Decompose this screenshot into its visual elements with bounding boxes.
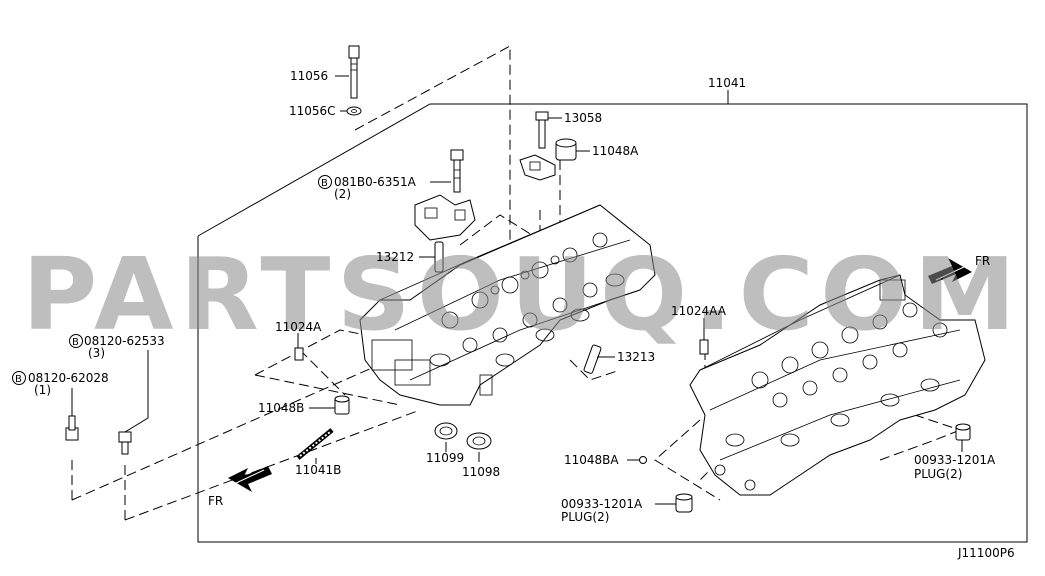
label-08120-62028-qty: (1) <box>34 383 51 397</box>
plug-00933-right <box>955 423 971 441</box>
bolt-mark-icon <box>318 175 332 189</box>
bolt-08120-62028 <box>65 415 79 441</box>
dowel-11024a <box>294 347 304 361</box>
label-081b0-qty: (2) <box>334 187 351 201</box>
label-plug-right-number[interactable]: 00933-1201A <box>914 453 996 467</box>
watermark-text: PARTSOUQ.COM <box>22 236 1022 353</box>
washer-11056c <box>346 106 362 116</box>
fr-label-left: FR <box>208 494 223 508</box>
seal-11098 <box>466 432 492 450</box>
label-11048b[interactable]: 11048B <box>258 401 304 415</box>
assembly-frame <box>197 103 1028 543</box>
pin-13213 <box>583 344 602 374</box>
bolt-mark-icon <box>12 371 26 385</box>
bolt-13058 <box>535 111 549 149</box>
label-11056[interactable]: 11056 <box>290 69 328 83</box>
label-13212[interactable]: 13212 <box>376 250 414 264</box>
camshaft-brackets <box>414 154 556 241</box>
bolt-mark-icon <box>69 334 83 348</box>
label-plug-left-number[interactable]: 00933-1201A <box>561 497 643 511</box>
bolt-11056 <box>348 45 360 99</box>
bolt-mark-letter: B <box>15 374 22 385</box>
label-plug-left-qty: PLUG(2) <box>561 510 609 524</box>
label-plug-right-qty: PLUG(2) <box>914 467 962 481</box>
fr-arrow-right-icon <box>928 258 972 284</box>
label-11024a[interactable]: 11024A <box>275 320 322 334</box>
part-labels: 11056 11056C 11041 13058 11048A B 081B0-… <box>12 69 1015 560</box>
cylinder-head-upper <box>359 204 656 406</box>
cylinder-head-lower <box>689 274 986 496</box>
bolt-mark-letter: B <box>321 178 328 189</box>
label-11056c[interactable]: 11056C <box>289 104 336 118</box>
label-08120-62533-qty: (3) <box>88 346 105 360</box>
fr-arrow-left-icon <box>228 466 272 492</box>
seal-11099 <box>434 422 458 440</box>
label-11099[interactable]: 11099 <box>426 451 464 465</box>
label-13058[interactable]: 13058 <box>564 111 602 125</box>
bolt-mark-letter: B <box>72 337 79 348</box>
label-08120-62028[interactable]: 08120-62028 <box>28 371 109 385</box>
label-13213[interactable]: 13213 <box>617 350 655 364</box>
stud-11041b <box>296 428 334 460</box>
label-11048a[interactable]: 11048A <box>592 144 639 158</box>
label-11098[interactable]: 11098 <box>462 465 500 479</box>
leader-lines <box>71 75 963 505</box>
bolt-081b0 <box>450 149 464 193</box>
label-081b0-6351a[interactable]: 081B0-6351A <box>334 175 417 189</box>
oring-11048ba <box>639 456 647 464</box>
fr-label-right: FR <box>975 254 990 268</box>
diagram-code: J11100P6 <box>957 546 1015 560</box>
label-11024aa[interactable]: 11024AA <box>671 304 727 318</box>
bolt-08120-62533 <box>118 431 132 455</box>
plug-11048a <box>555 138 577 161</box>
label-11041[interactable]: 11041 <box>708 76 746 90</box>
label-08120-62533[interactable]: 08120-62533 <box>84 334 165 348</box>
guide-lines <box>71 45 961 521</box>
plug-00933-left <box>675 493 693 513</box>
label-11048ba[interactable]: 11048BA <box>564 453 619 467</box>
label-11041b[interactable]: 11041B <box>295 463 341 477</box>
plug-11048b <box>334 395 350 415</box>
